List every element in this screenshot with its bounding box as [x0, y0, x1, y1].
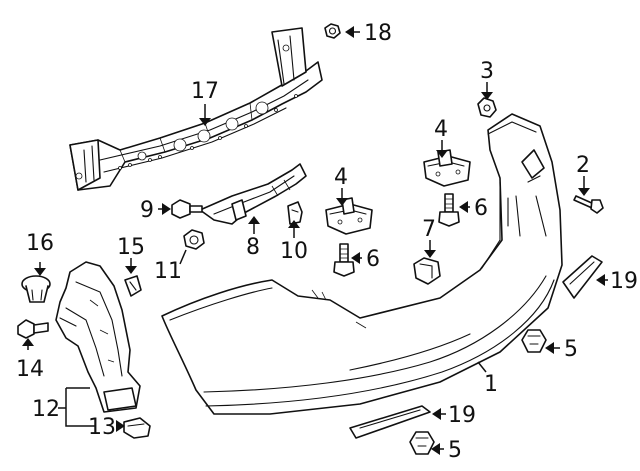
part-1-bumper-cover: [161, 113, 563, 415]
part-7-clip: [413, 257, 441, 285]
callout-12: 12: [32, 397, 60, 422]
callout-3: 3: [480, 59, 494, 84]
part-15-clip: [124, 275, 142, 297]
part-6-bolt-b: [438, 193, 460, 227]
callout-7: 7: [422, 217, 436, 242]
callout-17: 17: [191, 79, 219, 104]
callout-13: 13: [88, 415, 116, 440]
callout-6b: 6: [474, 196, 488, 221]
part-12-bracket: [55, 261, 141, 413]
part-8-bracket: [199, 163, 307, 225]
leader-lines: [22, 26, 608, 455]
callout-labels: 1 2 3 4 4 5 5 6 6 7 8 9 10 11 12 13 14 1…: [16, 21, 638, 463]
part-4-bracket-b: [423, 149, 471, 187]
part-16-clip: [21, 275, 51, 303]
part-3-clip: [477, 97, 497, 118]
callout-16: 16: [26, 231, 54, 256]
part-17-reinforcement-beam: [69, 27, 323, 191]
callout-5b: 5: [448, 438, 462, 463]
part-11-nut: [183, 229, 205, 250]
callout-4a: 4: [334, 165, 348, 190]
part-18-nut: [324, 23, 341, 39]
part-9-bolt: [171, 199, 203, 219]
callout-6a: 6: [366, 247, 380, 272]
part-2-screw: [573, 195, 604, 214]
part-19-reflector-b: [349, 405, 431, 439]
callout-5a: 5: [564, 337, 578, 362]
callout-1: 1: [484, 372, 498, 397]
callout-8: 8: [246, 235, 260, 260]
part-14-screw: [17, 319, 49, 339]
part-5-clip-b: [409, 431, 435, 455]
callout-4b: 4: [434, 117, 448, 142]
callout-11: 11: [154, 259, 182, 284]
callout-2: 2: [576, 153, 590, 178]
part-10-clip: [287, 201, 303, 225]
part-13-clip: [123, 417, 151, 439]
callout-19a: 19: [610, 269, 638, 294]
part-4-bracket-a: [325, 197, 373, 235]
callout-14: 14: [16, 357, 44, 382]
callout-10: 10: [280, 239, 308, 264]
part-5-clip-a: [521, 329, 547, 353]
callout-19b: 19: [448, 403, 476, 428]
callout-18: 18: [364, 21, 392, 46]
callout-15: 15: [117, 235, 145, 260]
part-19-reflector-a: [562, 255, 603, 299]
part-6-bolt-a: [333, 243, 355, 277]
callout-9: 9: [140, 198, 154, 223]
